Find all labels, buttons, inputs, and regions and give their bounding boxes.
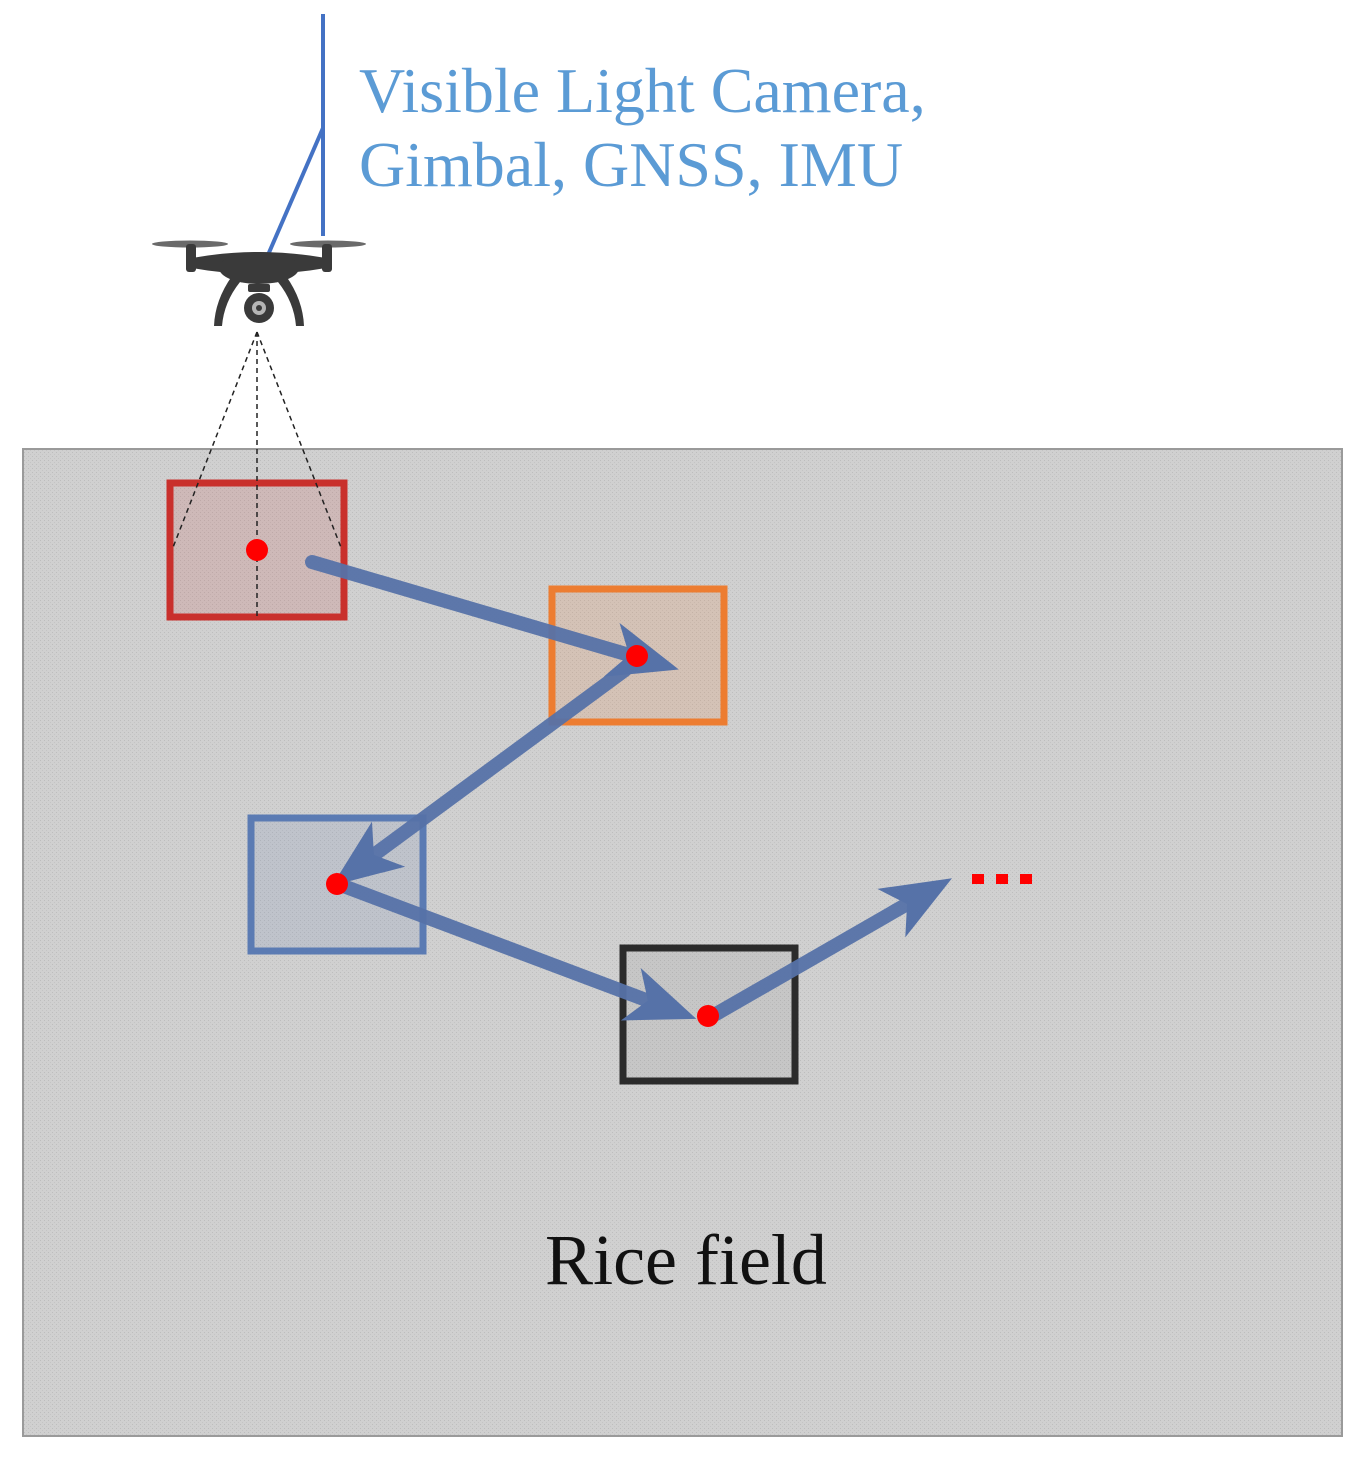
- center-point-4: [697, 1005, 719, 1027]
- camera-fov-lines: [171, 331, 343, 618]
- drone-icon: [152, 240, 366, 326]
- sensor-leader-lines: [256, 14, 325, 279]
- flight-path-arrow-2: [332, 663, 632, 886]
- center-point-2: [626, 645, 648, 667]
- flight-path-arrow-3: [331, 877, 697, 1021]
- sensor-label-line2: Gimbal, GNSS, IMU: [359, 129, 903, 200]
- center-point-1: [246, 539, 268, 561]
- flight-path-arrow-4: [709, 878, 952, 1021]
- flight-path: [305, 555, 952, 1021]
- center-point-3: [326, 873, 348, 895]
- flight-path-arrow-1: [305, 555, 679, 677]
- field-label: Rice field: [545, 1220, 827, 1300]
- continuation-marks: [972, 874, 1032, 884]
- sensor-label-line1: Visible Light Camera,: [359, 55, 926, 126]
